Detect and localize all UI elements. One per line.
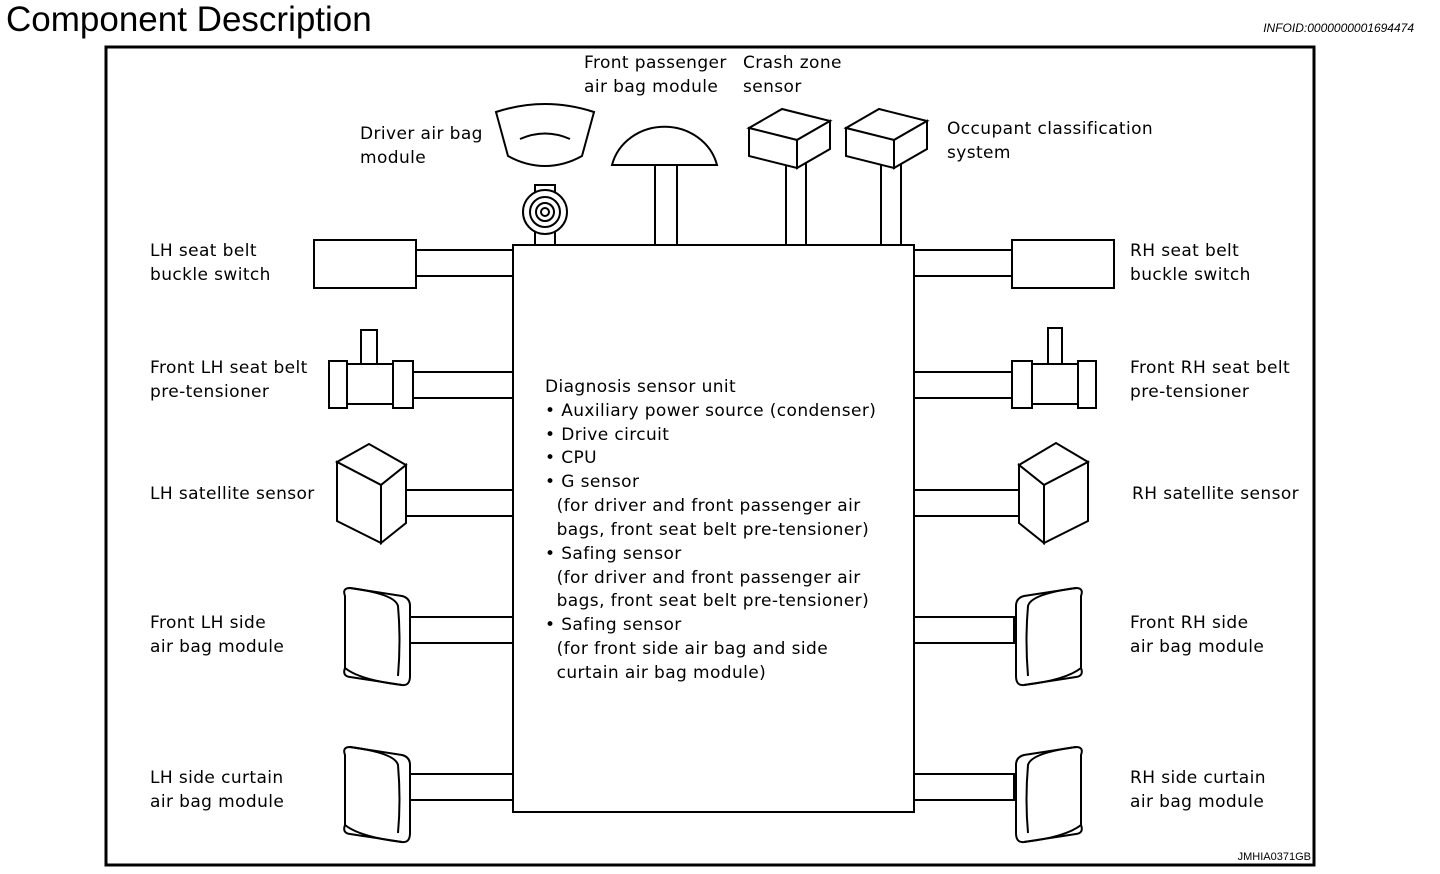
label-crash-zone-2: sensor — [743, 77, 802, 97]
figure-code: JMHIA0371GB — [1238, 851, 1311, 863]
rh-side-airbag-icon — [1015, 586, 1083, 687]
lh-satellite-sensor-icon — [334, 442, 408, 546]
lh-side-airbag-icon — [343, 586, 411, 687]
occupant-classification-icon — [843, 107, 930, 170]
unit-line: (for driver and front passenger air — [545, 496, 861, 516]
label-occupant-2: system — [947, 143, 1011, 163]
label-rh-satellite: RH satellite sensor — [1132, 484, 1299, 504]
label-rh-buckle-2: buckle switch — [1130, 265, 1251, 285]
diagnosis-sensor-unit — [512, 244, 915, 813]
connector-lh-satellite — [404, 489, 514, 517]
connector-rh-satellite — [913, 489, 1021, 517]
label-passenger-airbag-2: air bag module — [584, 77, 718, 97]
label-rh-pretensioner-1: Front RH seat belt — [1130, 358, 1290, 378]
label-lh-satellite: LH satellite sensor — [150, 484, 315, 504]
label-passenger-airbag-1: Front passenger — [584, 53, 727, 73]
connector-occupant — [880, 154, 902, 246]
unit-line: • Safing sensor — [545, 544, 682, 564]
lh-pretensioner-icon — [328, 329, 414, 409]
unit-line: • G sensor — [545, 472, 639, 492]
label-crash-zone-1: Crash zone — [743, 53, 842, 73]
diagnosis-unit-text: Diagnosis sensor unit • Auxiliary power … — [545, 377, 876, 683]
crash-zone-sensor-icon — [746, 107, 833, 170]
unit-line: • Safing sensor — [545, 615, 682, 635]
connector-rh-curtain — [913, 773, 1015, 801]
label-lh-side-airbag-2: air bag module — [150, 637, 284, 657]
label-driver-airbag-1: Driver air bag — [360, 124, 483, 144]
page-title: Component Description — [6, 0, 372, 39]
unit-line: • CPU — [545, 448, 597, 468]
rh-buckle-switch-icon — [1011, 239, 1115, 289]
label-lh-side-airbag-1: Front LH side — [150, 613, 266, 633]
unit-title: Diagnosis sensor unit — [545, 377, 736, 397]
connector-passenger-airbag — [654, 164, 678, 246]
connector-lh-side-airbag — [404, 616, 514, 644]
connectors — [404, 154, 1021, 801]
label-rh-side-airbag-1: Front RH side — [1130, 613, 1248, 633]
unit-line: (for driver and front passenger air — [545, 568, 861, 588]
lh-curtain-airbag-icon — [343, 745, 411, 844]
diagram-frame — [104, 45, 1316, 867]
label-lh-curtain-1: LH side curtain — [150, 768, 284, 788]
driver-airbag-icon — [494, 103, 596, 235]
label-lh-pretensioner-2: pre-tensioner — [150, 382, 269, 402]
label-rh-side-airbag-2: air bag module — [1130, 637, 1264, 657]
rh-satellite-sensor-icon — [1017, 441, 1091, 546]
unit-line: (for front side air bag and side — [545, 639, 828, 659]
connector-rh-buckle — [913, 249, 1014, 277]
label-rh-buckle-1: RH seat belt — [1130, 241, 1239, 261]
unit-line: bags, front seat belt pre-tensioner) — [545, 520, 869, 540]
label-rh-curtain-2: air bag module — [1130, 792, 1264, 812]
label-driver-airbag-2: module — [360, 148, 426, 168]
passenger-airbag-icon — [610, 125, 719, 166]
connector-lh-curtain — [404, 773, 514, 801]
connector-rh-pretensioner — [913, 371, 1013, 399]
unit-line: bags, front seat belt pre-tensioner) — [545, 591, 869, 611]
connector-lh-buckle — [414, 249, 514, 277]
rh-curtain-airbag-icon — [1015, 745, 1083, 844]
unit-line: • Drive circuit — [545, 425, 669, 445]
label-lh-curtain-2: air bag module — [150, 792, 284, 812]
rh-pretensioner-icon — [1011, 327, 1097, 409]
label-occupant-1: Occupant classification — [947, 119, 1153, 139]
lh-buckle-switch-icon — [313, 239, 417, 289]
unit-line: • Auxiliary power source (condenser) — [545, 401, 876, 421]
connector-lh-pretensioner — [411, 371, 514, 399]
connector-rh-side-airbag — [913, 616, 1015, 644]
unit-line: curtain air bag module) — [545, 663, 766, 683]
label-rh-pretensioner-2: pre-tensioner — [1130, 382, 1249, 402]
info-id: INFOID:0000000001694474 — [1263, 21, 1414, 35]
label-lh-pretensioner-1: Front LH seat belt — [150, 358, 308, 378]
label-lh-buckle-2: buckle switch — [150, 265, 271, 285]
label-rh-curtain-1: RH side curtain — [1130, 768, 1266, 788]
label-lh-buckle-1: LH seat belt — [150, 241, 257, 261]
